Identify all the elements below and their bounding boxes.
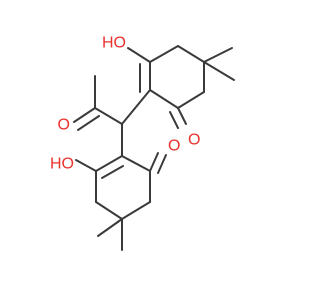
molecule-structure: HO O O HO O bbox=[50, 35, 235, 251]
bond bbox=[149, 152, 159, 172]
bond bbox=[121, 89, 151, 125]
atom-oxygen-lower-ring: O bbox=[168, 138, 180, 155]
bond bbox=[95, 155, 123, 172]
atom-oxygen-ketone-bridge: O bbox=[58, 117, 70, 134]
bond bbox=[121, 155, 151, 172]
atom-hydroxyl-top: HO bbox=[102, 35, 126, 52]
bond bbox=[177, 91, 205, 109]
bond bbox=[169, 111, 179, 129]
bond bbox=[157, 154, 167, 174]
bond bbox=[203, 47, 233, 63]
bond bbox=[127, 47, 151, 63]
bond bbox=[94, 107, 123, 125]
bond bbox=[149, 89, 179, 109]
atom-hydroxyl-bottom: HO bbox=[50, 156, 74, 173]
bond bbox=[73, 107, 96, 123]
bond bbox=[75, 159, 97, 172]
bond bbox=[149, 45, 179, 63]
upper-cyclohexenone-ring bbox=[127, 45, 235, 129]
bond bbox=[97, 218, 123, 237]
bond bbox=[203, 61, 235, 81]
lower-cyclohexenone-ring bbox=[75, 152, 167, 251]
bond bbox=[177, 107, 187, 125]
bond bbox=[121, 201, 151, 220]
bond bbox=[77, 115, 100, 131]
bond bbox=[95, 201, 123, 220]
atom-oxygen-upper-ring: O bbox=[188, 132, 200, 149]
bond bbox=[101, 165, 124, 179]
bond bbox=[177, 45, 205, 63]
bridge-acetyl bbox=[73, 75, 151, 157]
